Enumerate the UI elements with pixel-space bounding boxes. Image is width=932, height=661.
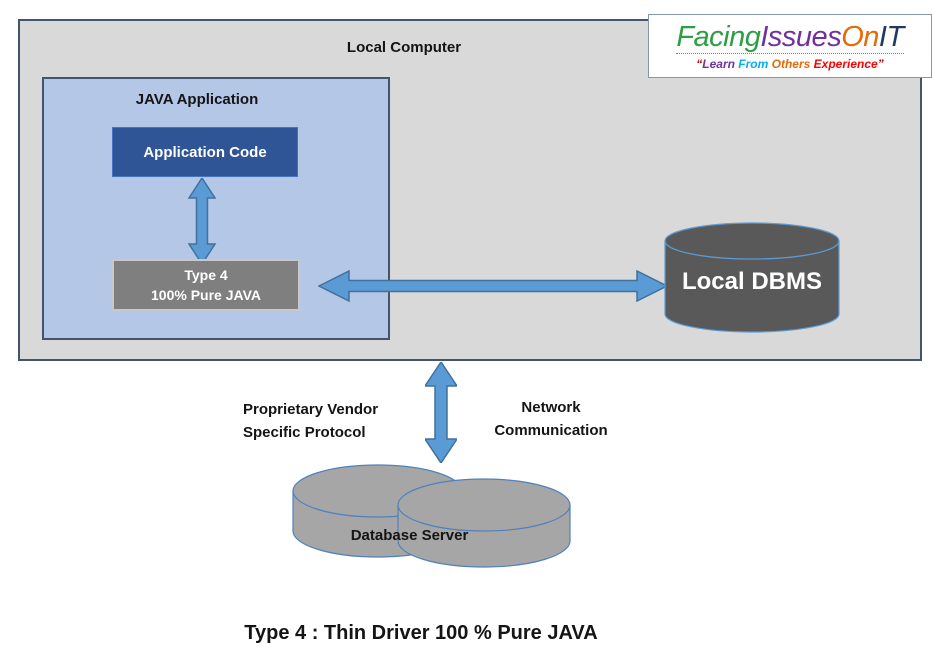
database-server-cylinders-icon	[292, 464, 571, 568]
logo-tagline: “Learn From Others Experience”	[696, 56, 884, 71]
local-dbms-cylinder-icon	[664, 222, 840, 333]
type4-line1: Type 4	[184, 267, 228, 283]
application-code-box: Application Code	[112, 127, 298, 177]
type4-driver-box: Type 4 100% Pure JAVA	[112, 259, 300, 311]
application-code-label: Application Code	[143, 143, 267, 161]
network-label-line1: Network	[521, 399, 581, 416]
logo-title: FacingIssuesOnIT	[676, 20, 904, 54]
type4-line2: 100% Pure JAVA	[151, 287, 261, 303]
protocol-label-line2: Specific Protocol	[243, 424, 366, 441]
app-to-driver-arrow-icon	[187, 178, 217, 264]
diagram-caption: Type 4 : Thin Driver 100 % Pure JAVA	[244, 622, 598, 644]
protocol-label-line1: Proprietary Vendor	[243, 401, 379, 418]
network-arrow-icon	[425, 362, 457, 463]
local-computer-label: Local Computer	[346, 39, 462, 56]
driver-to-dbms-arrow-icon	[318, 270, 668, 302]
network-label-line2: Communication	[494, 422, 608, 439]
database-server-label: Database Server	[350, 527, 469, 544]
facingissuesonit-logo: FacingIssuesOnIT “Learn From Others Expe…	[648, 14, 932, 78]
network-communication-label: Network Communication	[488, 396, 614, 442]
java-application-label: JAVA Application	[135, 91, 259, 108]
protocol-label: Proprietary Vendor Specific Protocol	[243, 398, 413, 444]
local-dbms-label: Local DBMS	[681, 268, 822, 295]
